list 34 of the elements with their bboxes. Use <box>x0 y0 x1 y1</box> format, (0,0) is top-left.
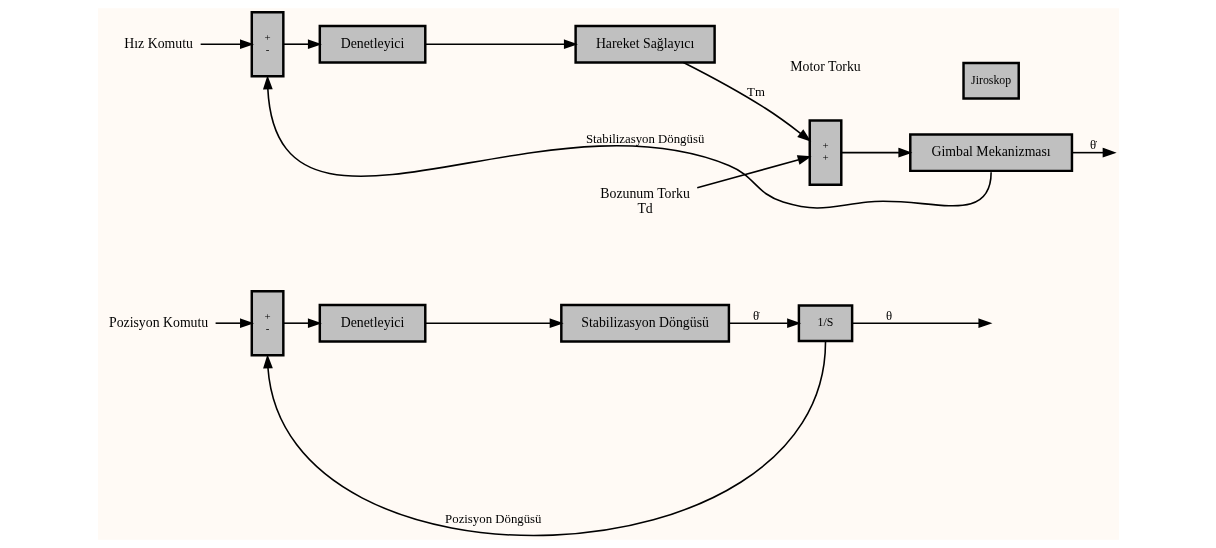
arrow <box>695 155 812 189</box>
node-box: + - <box>250 289 285 357</box>
arrow <box>214 318 254 329</box>
arrow <box>199 39 254 50</box>
node-box: + - <box>250 10 285 78</box>
arrow <box>851 318 992 329</box>
edge-label: Tm <box>746 84 765 99</box>
edge-label: Pozisyon Döngüsü <box>444 511 541 526</box>
node-text: Bozunum Torku Td <box>599 186 690 216</box>
edge-label: θ̇ <box>1089 138 1096 153</box>
node-box: Denetleyici <box>318 303 426 343</box>
arrow <box>424 318 564 329</box>
arrow <box>282 318 322 329</box>
node-box: 1/S <box>797 304 853 343</box>
node-box: Denetleyici <box>318 24 426 64</box>
edge-label: Stabilizasyon Döngüsü <box>585 132 704 147</box>
node-box: + + <box>808 119 842 186</box>
label: Motor Torku <box>789 58 861 74</box>
arrow <box>682 61 811 142</box>
node-box: Hareket Sağlayıcı <box>573 24 716 64</box>
edge-label: θ <box>885 308 892 323</box>
node-box: Stabilizasyon Döngüsü <box>559 303 730 343</box>
arrow <box>727 318 801 329</box>
node-box: Gimbal Mekanizması <box>908 133 1073 173</box>
arrow <box>1071 147 1117 158</box>
arrow <box>424 39 578 50</box>
arrow <box>262 341 826 536</box>
edge-label: θ̇ <box>752 308 759 323</box>
arrow <box>282 39 322 50</box>
node-box: Jiroskop <box>961 61 1020 100</box>
node-text: Hız Komutu <box>123 35 193 51</box>
node-text: Pozisyon Komutu <box>108 314 208 330</box>
arrow <box>840 147 912 158</box>
arrow <box>262 75 992 209</box>
